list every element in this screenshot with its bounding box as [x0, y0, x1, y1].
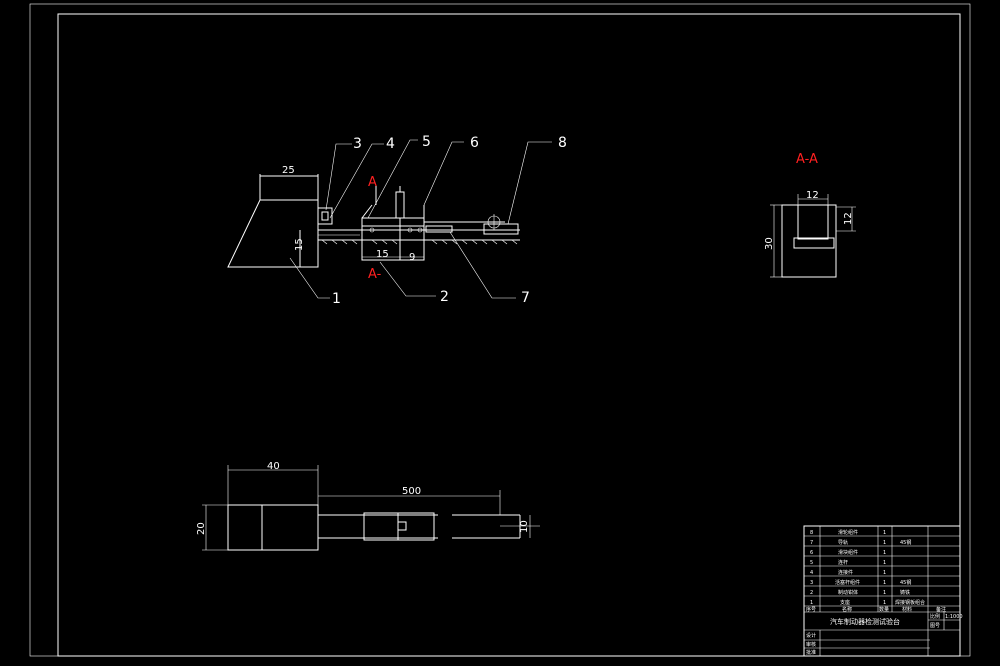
bom-name-5: 连杆 [838, 559, 848, 566]
section-view: A-A 12 30 12 [764, 152, 856, 278]
bom-header-qty: 数量 [879, 606, 889, 613]
dim-15-left: 15 [294, 238, 305, 251]
dim-9: 9 [409, 252, 415, 263]
bom-no-7: 7 [810, 540, 813, 546]
balloon-3: 3 [353, 136, 362, 152]
section-title: A-A [796, 152, 818, 167]
bom-header-remark: 备注 [936, 606, 946, 613]
section-dim-12-top: 12 [806, 190, 819, 201]
dim-25: 25 [282, 165, 295, 176]
balloon-8: 8 [558, 135, 567, 151]
bom-no-6: 6 [810, 550, 813, 556]
balloon-5: 5 [422, 134, 431, 150]
balloon-7: 7 [521, 290, 530, 306]
bom-qty-2: 1 [883, 590, 886, 596]
plan-dim-500: 500 [402, 486, 421, 497]
bom-header-name: 名称 [842, 606, 852, 613]
bom-header-mat: 材料 [902, 606, 912, 613]
bom-qty-7: 1 [883, 540, 886, 546]
scale-label: 比例 [930, 613, 940, 620]
rail-hatching [321, 239, 518, 245]
bom-no-4: 4 [810, 570, 813, 576]
bom-name-7: 导轨 [838, 539, 848, 546]
bom-qty-5: 1 [883, 560, 886, 566]
bom-qty-4: 1 [883, 570, 886, 576]
balloon-2: 2 [440, 289, 449, 305]
section-cut-bottom: A- [368, 267, 382, 282]
bom-qty-3: 1 [883, 580, 886, 586]
front-view: 25 15 15 [227, 134, 567, 307]
sheet-label: 图号 [930, 623, 940, 629]
section-cut-top: A [368, 175, 377, 190]
bom-qty-1: 1 [883, 600, 886, 606]
bom-name-8: 滑轮组件 [838, 529, 858, 536]
drawing-title: 汽车制动器检测试验台 [830, 617, 900, 626]
design-label: 设计 [806, 632, 816, 639]
balloon-1: 1 [332, 291, 341, 307]
bom-header-no: 序号 [806, 606, 816, 613]
approve-label: 批准 [806, 649, 816, 656]
bom-no-5: 5 [810, 560, 813, 566]
section-dim-30: 30 [764, 237, 775, 250]
balloon-4: 4 [386, 136, 395, 152]
check-label: 审核 [806, 641, 816, 648]
bom-no-8: 8 [810, 530, 813, 536]
bom-no-1: 1 [810, 600, 813, 606]
bom-qty-6: 1 [883, 550, 886, 556]
bom-name-1: 支座 [840, 599, 850, 606]
bom-name-2: 制动钳体 [838, 589, 858, 596]
bom-name-4: 连接件 [838, 569, 853, 576]
plan-view: 40 20 500 10 [196, 461, 540, 551]
pulley-block [483, 223, 519, 235]
bom-name-3: 活塞杆组件 [835, 579, 860, 586]
plan-dim-10: 10 [519, 520, 530, 533]
caliper-body [361, 217, 425, 261]
bom-mat-1: 焊接钢板组合 [895, 599, 925, 606]
leader-lines [289, 139, 552, 299]
section-dim-12-side: 12 [843, 212, 854, 225]
inner-border [57, 13, 961, 657]
support-bracket [227, 199, 319, 268]
plan-support [227, 504, 319, 551]
bom-name-6: 滑块组件 [838, 549, 858, 556]
plan-caliper [363, 512, 435, 541]
balloon-6: 6 [470, 135, 479, 151]
bom-mat-7: 45钢 [900, 539, 911, 546]
bom-mat-3: 45钢 [900, 579, 911, 586]
dim-15-bottom: 15 [376, 249, 389, 260]
bom-no-3: 3 [810, 580, 813, 586]
outer-border [29, 3, 971, 657]
bom-mat-2: 铸铁 [900, 589, 910, 596]
plan-dim-20: 20 [196, 522, 207, 535]
scale-value: 1:1000 [945, 614, 963, 620]
title-block: 8 滑轮组件 1 7 导轨 1 45钢 6 滑块组件 1 5 连杆 1 4 连接… [803, 525, 963, 657]
bom-qty-8: 1 [883, 530, 886, 536]
plan-dim-40: 40 [267, 461, 280, 472]
bom-no-2: 2 [810, 590, 813, 596]
guide-rail [425, 225, 453, 233]
